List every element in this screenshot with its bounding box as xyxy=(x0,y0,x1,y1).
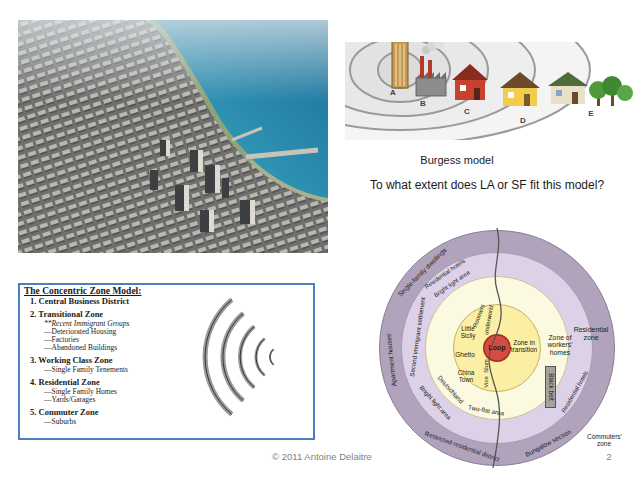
ring-letter: B xyxy=(420,100,426,109)
ring-outline xyxy=(402,253,593,444)
zone-name: Loop xyxy=(488,344,505,352)
ring-letter: E xyxy=(588,110,593,119)
figure-caption: Burgess model xyxy=(420,154,493,166)
zone-item: 4. Residential Zone xyxy=(30,378,100,387)
zone-name: Commuters' zone xyxy=(587,433,621,447)
zone-detail: —Deteriorated Housing xyxy=(44,328,116,336)
district-label: Black belt xyxy=(547,373,554,400)
zone-name: Zone of workers' homes xyxy=(544,334,576,356)
ring-outline xyxy=(454,305,541,392)
district-label: Ghetto xyxy=(455,351,475,358)
ring-outline xyxy=(426,277,569,420)
zone-detail: —Single Family Homes xyxy=(44,388,117,396)
zone-detail: —Yards/Garages xyxy=(44,396,95,404)
district-label: Vice xyxy=(483,376,490,388)
lake-shore-line xyxy=(489,228,501,468)
ring-letter: C xyxy=(464,108,470,117)
aerial-photo xyxy=(18,20,328,253)
ring-outline xyxy=(380,231,615,466)
question-text: To what extent does LA or SF fit this mo… xyxy=(370,179,604,192)
ring-outline xyxy=(484,335,511,362)
box-title: The Concentric Zone Model: xyxy=(24,286,141,296)
zone-item: 2. Transitional Zone xyxy=(30,310,103,319)
zone-item: 1. Central Business District xyxy=(30,297,129,306)
residential-ring: Residential hotelsBright light areaSecon… xyxy=(401,252,593,444)
page-number: 2 xyxy=(606,452,611,462)
zone-detail: —Suburbs xyxy=(44,418,76,426)
zone-item: 3. Working Class Zone xyxy=(30,356,113,365)
burgess-rings-illustration xyxy=(345,42,633,140)
zone-name: Zone in transition xyxy=(510,339,538,353)
model-box: The Concentric Zone Model:1. Central Bus… xyxy=(18,283,315,440)
zone-detail: **Recent Immigrant Groups xyxy=(44,320,130,328)
workers-ring: Two-flat areaDeutschlandZone of workers'… xyxy=(425,276,569,420)
copyright-note: © 2011 Antoine Delaitre xyxy=(272,452,372,462)
district-box: Black belt xyxy=(545,366,556,408)
zone-detail: —Factories xyxy=(44,336,79,344)
district-label: China Town xyxy=(454,370,478,384)
ring-letter: A xyxy=(390,89,396,98)
zone-item: 5. Commuter Zone xyxy=(30,408,99,417)
transition-ring: Little SicilyGhettoChina TownRoomersunde… xyxy=(453,304,541,392)
ring-letter: D xyxy=(520,117,526,126)
concentric-arc-sketch xyxy=(205,300,274,415)
outer-ring: Single-family dwellingsApartment housesR… xyxy=(379,230,615,466)
zone-detail: —Single Family Tenements xyxy=(44,366,128,374)
district-label: Slum xyxy=(483,359,490,373)
zone-detail: —Abandoned Buildings xyxy=(44,344,117,352)
zone-name: Residential zone xyxy=(572,326,610,341)
loop-circle: Loop xyxy=(483,334,511,362)
